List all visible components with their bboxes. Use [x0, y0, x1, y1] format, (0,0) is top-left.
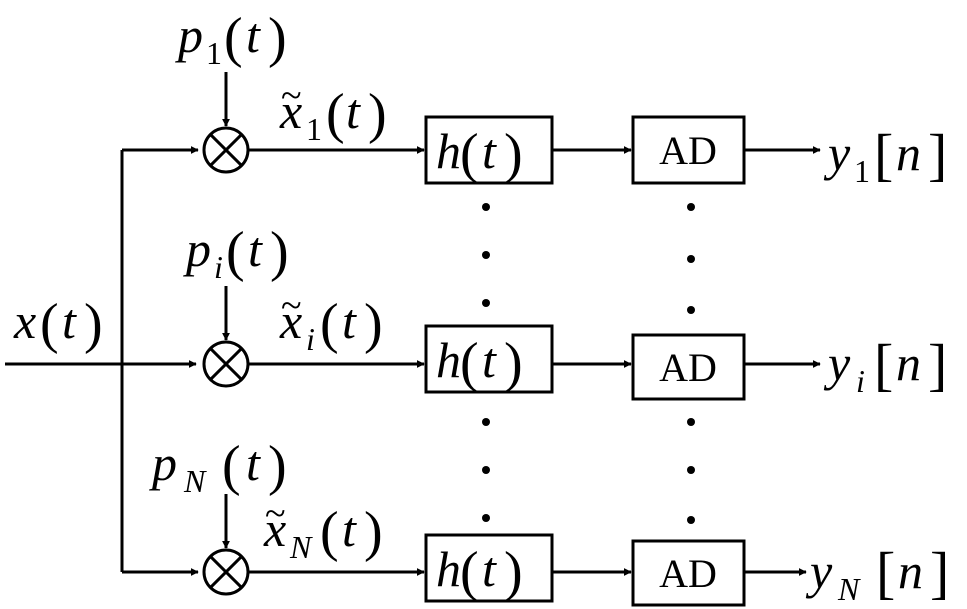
y-bracket-open-i: [ — [874, 332, 893, 397]
x-paren-open-1: ( — [326, 83, 345, 145]
filter-var-i: h — [436, 332, 461, 388]
filter-var-N: h — [436, 541, 461, 597]
input-label: x ( t ) — [13, 293, 103, 355]
ad-block-1: AD — [631, 115, 746, 185]
output-label-i: y i [ n ] — [823, 332, 947, 399]
channel-1: p 1 ( t ) ~ x 1 ( t ) h ( t ) — [175, 7, 947, 189]
p-sub-N: N — [183, 463, 207, 499]
x-paren-open-i: ( — [320, 293, 339, 355]
ad-label-N: AD — [659, 551, 717, 596]
ad-block-i: AD — [631, 333, 746, 401]
modulating-signal-label-i: p i ( t ) — [183, 221, 289, 285]
y-bracket-close-N: ] — [930, 540, 949, 605]
filter-paren-close-N: ) — [504, 541, 523, 603]
x-var-1: x — [279, 83, 302, 139]
output-label-1: y 1 [ n ] — [823, 122, 947, 189]
ad-label-1: AD — [659, 128, 717, 173]
mixer-1 — [202, 126, 250, 174]
tilde-N: ~ — [265, 493, 286, 535]
x-sub-N: N — [289, 529, 313, 565]
p-var-i: p — [183, 221, 211, 277]
x-arg-i: t — [342, 293, 357, 349]
y-bracket-close-1: ] — [928, 122, 947, 187]
filter-paren-open-i: ( — [460, 332, 479, 394]
channel-i: p i ( t ) ~ x i ( t ) h ( t ) — [183, 221, 947, 401]
filter-paren-open-1: ( — [460, 123, 479, 185]
filter-paren-close-i: ) — [504, 332, 523, 394]
ad-block-N: AD — [631, 539, 746, 607]
p-var-N: p — [149, 435, 177, 491]
x-var-N: x — [263, 501, 286, 557]
input-var: x — [13, 293, 36, 349]
mixed-signal-label-i: ~ x i ( t ) — [279, 285, 383, 357]
modulating-signal-label-N: p N ( t ) — [149, 435, 287, 499]
p-paren-open-1: ( — [224, 7, 243, 69]
x-paren-close-1: ) — [368, 83, 387, 145]
mixer-N — [202, 548, 250, 596]
mixer-i — [202, 340, 250, 388]
x-var-i: x — [279, 293, 302, 349]
p-arg-1: t — [246, 7, 261, 63]
tilde-1: ~ — [281, 75, 302, 117]
ellipsis-dots-ad — [687, 203, 695, 524]
p-paren-close-1: ) — [268, 7, 287, 69]
x-arg-1: t — [346, 83, 361, 139]
modulating-signal-label-1: p 1 ( t ) — [175, 7, 287, 71]
channel-N: p N ( t ) ~ x N ( t ) h ( t ) — [149, 435, 949, 607]
y-var-N: y — [805, 543, 833, 599]
p-paren-close-i: ) — [270, 221, 289, 283]
p-paren-close-N: ) — [268, 435, 287, 497]
y-sub-N: N — [837, 571, 861, 607]
p-paren-open-i: ( — [226, 221, 245, 283]
filter-block-i: h ( t ) — [424, 324, 554, 394]
y-sub-i: i — [856, 363, 865, 399]
filter-paren-close-1: ) — [504, 123, 523, 185]
p-sub-i: i — [214, 249, 223, 285]
x-paren-close-i: ) — [364, 293, 383, 355]
mixed-signal-label-N: ~ x N ( t ) — [263, 493, 383, 565]
p-paren-open-N: ( — [222, 435, 241, 497]
filter-block-N: h ( t ) — [424, 533, 554, 603]
x-paren-close-N: ) — [364, 501, 383, 563]
mixed-signal-label-1: ~ x 1 ( t ) — [279, 75, 387, 147]
x-sub-i: i — [306, 321, 315, 357]
y-sub-1: 1 — [854, 153, 870, 189]
tilde-i: ~ — [281, 285, 302, 327]
p-var-1: p — [175, 7, 203, 63]
y-bracket-open-1: [ — [874, 122, 893, 187]
x-paren-open-N: ( — [320, 501, 339, 563]
y-index-1: n — [896, 125, 921, 181]
x-arg-N: t — [342, 501, 357, 557]
y-bracket-open-N: [ — [876, 540, 895, 605]
input-paren-close: ) — [84, 293, 103, 355]
x-sub-1: 1 — [306, 111, 322, 147]
filter-arg-i: t — [482, 332, 497, 388]
filter-arg-N: t — [482, 541, 497, 597]
p-sub-1: 1 — [206, 35, 222, 71]
y-var-i: y — [823, 335, 851, 391]
filter-arg-1: t — [482, 123, 497, 179]
y-index-N: n — [898, 543, 923, 599]
ellipsis-dots-filter — [482, 203, 490, 522]
ad-label-i: AD — [659, 345, 717, 390]
input-arg: t — [62, 293, 77, 349]
p-arg-i: t — [248, 221, 263, 277]
filter-paren-open-N: ( — [460, 541, 479, 603]
p-arg-N: t — [246, 435, 261, 491]
filter-block-1: h ( t ) — [424, 115, 554, 185]
input-paren-open: ( — [40, 293, 59, 355]
y-var-1: y — [823, 125, 851, 181]
y-bracket-close-i: ] — [928, 332, 947, 397]
filter-var-1: h — [436, 123, 461, 179]
y-index-i: n — [896, 335, 921, 391]
output-label-N: y N [ n ] — [805, 540, 949, 607]
